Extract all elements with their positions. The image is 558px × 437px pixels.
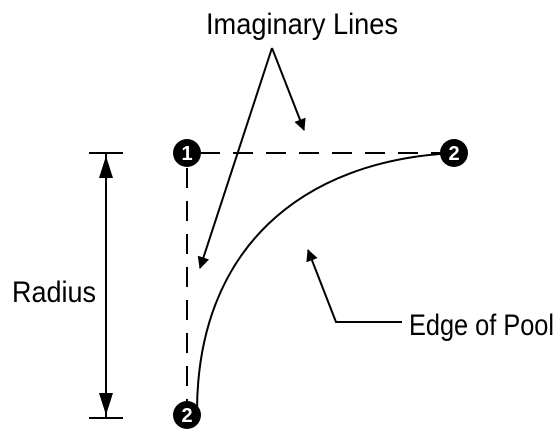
marker-corner-number: 1 [181, 143, 192, 165]
edge-of-pool-label: Edge of Pool [409, 309, 554, 342]
marker-end-right-number: 2 [448, 143, 459, 165]
arrow-to-horizontal-line [271, 47, 306, 131]
marker-end-right-2: 2 [440, 139, 468, 167]
radius-label: Radius [12, 276, 96, 309]
edge-of-pool-leader [306, 249, 402, 323]
radius-arrowhead-top [99, 156, 113, 178]
imaginary-lines-label: Imaginary Lines [206, 8, 398, 41]
marker-end-bottom-number: 2 [181, 405, 192, 427]
pool-edge-curve [196, 152, 456, 413]
radius-arrowhead-bottom [99, 393, 113, 415]
arrow-to-vertical-line [197, 47, 273, 269]
marker-corner-1: 1 [173, 139, 201, 167]
marker-end-bottom-2: 2 [173, 401, 201, 429]
